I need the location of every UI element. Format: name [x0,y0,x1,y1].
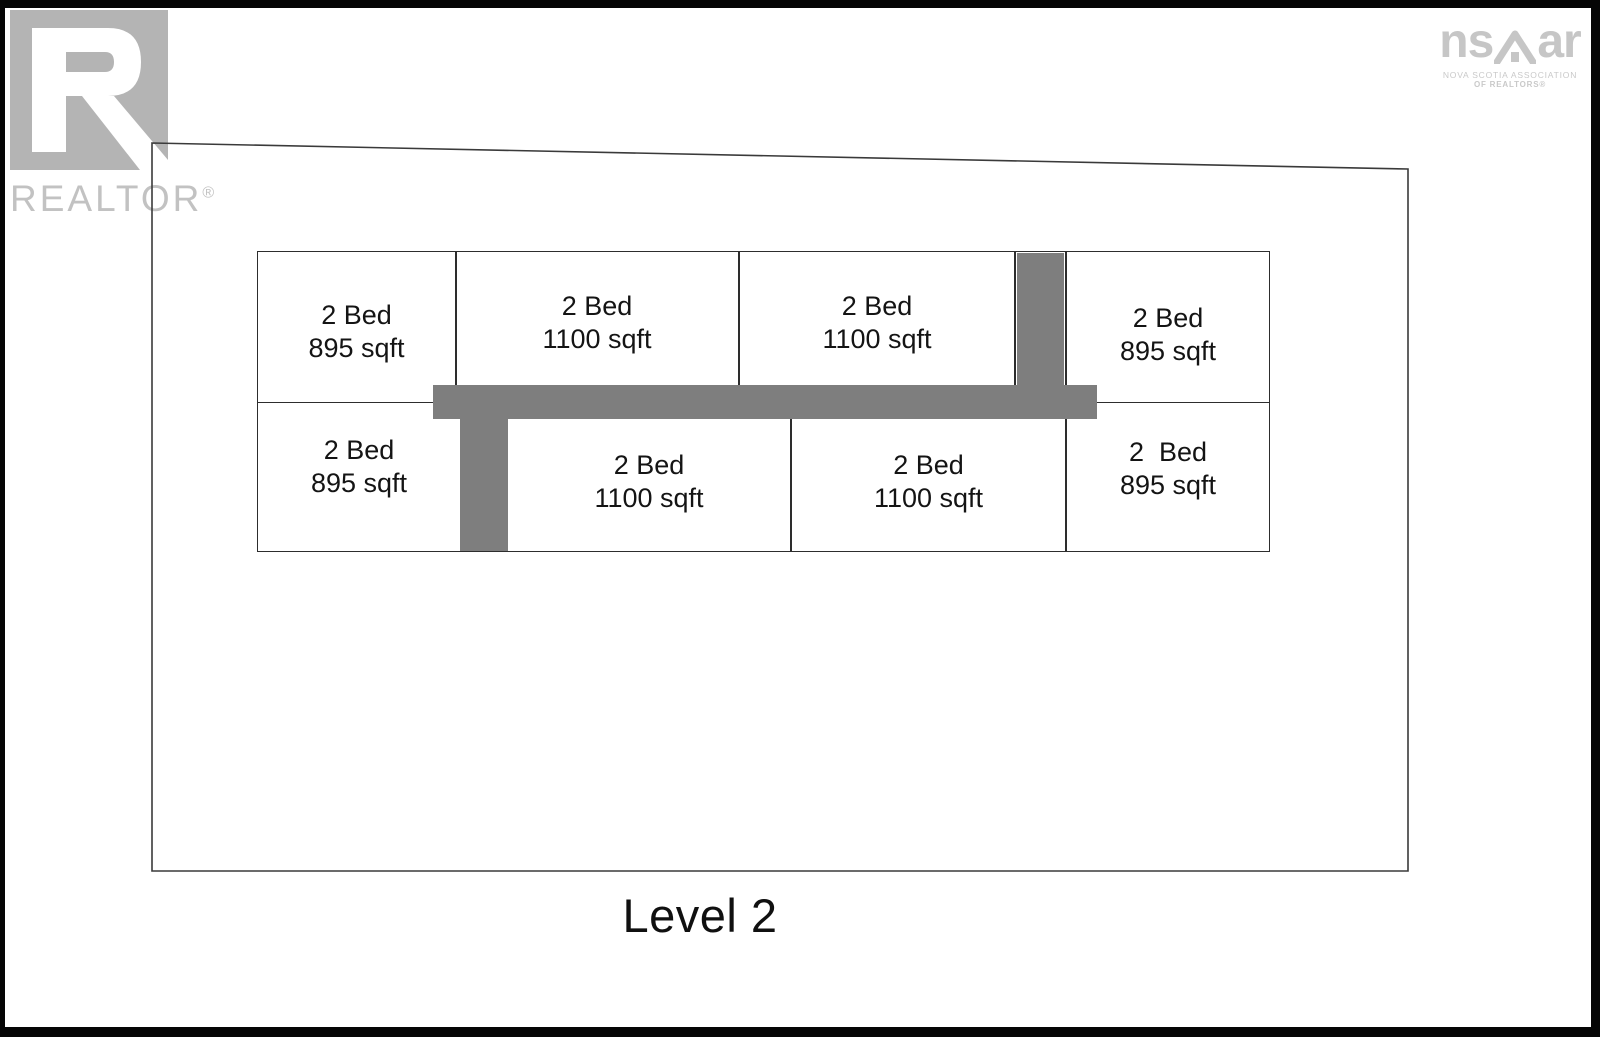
unit-label-line: 1100 sqft [542,323,652,354]
stairwell-top [1017,253,1064,386]
unit-divider [738,252,740,402]
nsar-letters-right: ar [1537,15,1581,68]
realtor-r-icon [10,10,168,170]
unit-label-line: 895 sqft [310,468,408,498]
stairwell-bottom [460,418,508,551]
unit-label-line: 2 Bed [561,290,633,321]
house-icon [1494,30,1537,64]
unit-label-line: 2 Bed [893,450,964,481]
unit-label-line: 1100 sqft [822,323,932,354]
scan-border-left [0,0,5,1037]
nsar-mark: ns ar [1435,18,1585,66]
unit-divider [455,252,457,402]
scan-border-bottom [0,1027,1600,1037]
unit-label-line: 2 Bed [841,290,913,321]
nsar-tagline-line2: OF REALTORS® [1473,80,1547,89]
nsar-letters-left: ns [1439,15,1494,68]
unit-label-line: 1100 sqft [594,483,704,513]
nsar-logo: ns ar NOVA SCOTIA ASSOCIATION OF REALTOR… [1435,18,1585,90]
unit-label-line: 2 Bed [321,300,392,331]
scan-border-right [1591,0,1600,1037]
unit-bottom-middle-left: 2 Bed 1100 sqft [508,407,790,557]
unit-label-line: 2 Bed [323,435,395,466]
realtor-logo: REALTOR® [10,10,215,219]
unit-label-line: 895 sqft [1119,336,1217,366]
unit-top-middle-left: 2 Bed 1100 sqft [456,256,738,389]
building-outline [257,251,1270,552]
unit-bottom-middle-right: 2 Bed 1100 sqft [792,407,1065,557]
unit-divider [1014,252,1016,402]
unit-top-right: 2 Bed 895 sqft [1067,260,1269,410]
unit-label-line: 895 sqft [308,333,405,363]
unit-bottom-left: 2 Bed 895 sqft [258,392,460,542]
scan-border-top [0,0,1600,8]
unit-label-line: 895 sqft [1119,470,1217,500]
unit-label-line: 2 Bed [1128,437,1208,468]
registered-mark-icon: ® [202,184,215,202]
unit-bottom-right: 2 Bed 895 sqft [1067,394,1269,544]
unit-label-line: 1100 sqft [873,483,984,513]
unit-top-left: 2 Bed 895 sqft [258,257,455,407]
realtor-wordmark: REALTOR® [10,178,215,219]
corridor-hallway [433,385,1097,419]
unit-divider [790,402,792,552]
level-title: Level 2 [622,889,778,942]
unit-label-line: 2 Bed [613,450,685,481]
unit-label-line: 2 Bed [1132,303,1204,334]
nsar-tagline-line1: NOVA SCOTIA ASSOCIATION [1442,70,1578,80]
unit-top-middle-right: 2 Bed 1100 sqft [740,256,1014,389]
